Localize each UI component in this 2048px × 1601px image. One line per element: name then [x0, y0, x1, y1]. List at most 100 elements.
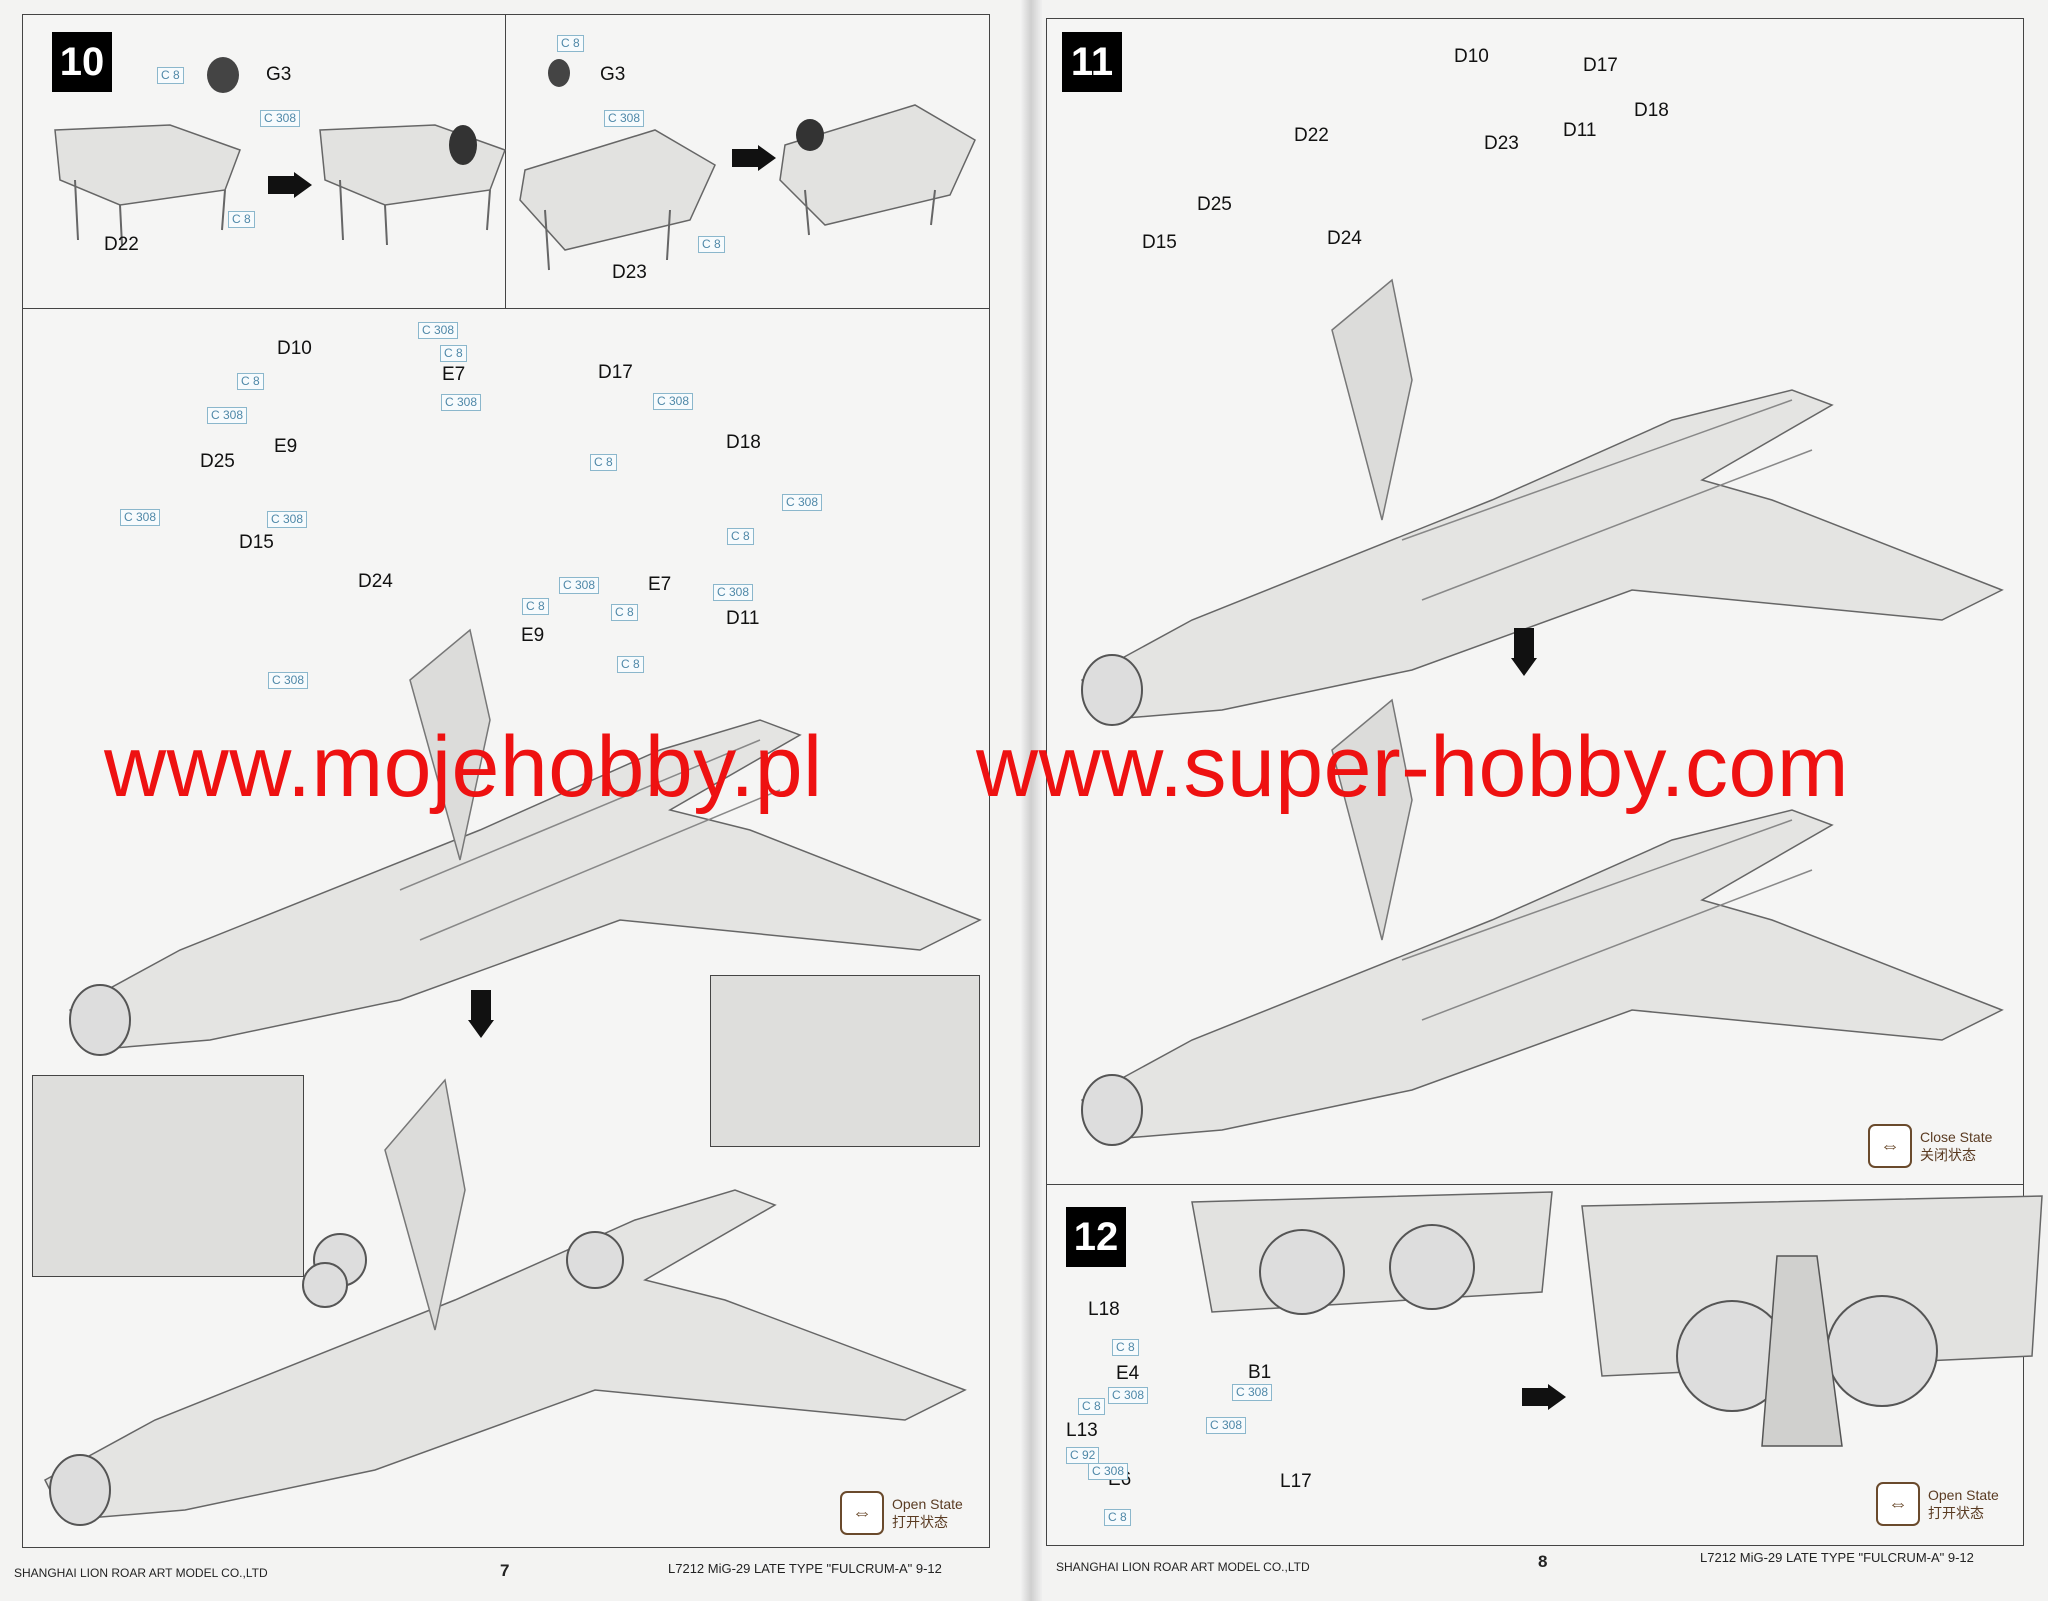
paint-code: C 308	[267, 511, 308, 528]
part-label: D10	[1454, 46, 1489, 67]
part-label: L18	[1088, 1299, 1120, 1320]
part-label: B1	[1248, 1362, 1272, 1383]
footer-company: SHANGHAI LION ROAR ART MODEL CO.,LTD	[1056, 1560, 1310, 1574]
watermark-left: www.mojehobby.pl	[104, 719, 823, 815]
watermark-right: www.super-hobby.com	[976, 719, 1850, 815]
aircraft-drawing-upper	[1081, 278, 2004, 726]
paint-code: C 308	[441, 394, 482, 411]
part-label: G3	[600, 64, 626, 85]
arrow-right-icon	[732, 145, 776, 171]
left-page: 10	[0, 0, 1020, 1601]
state-label: Open State	[892, 1496, 963, 1512]
paint-code: C 8	[440, 345, 467, 362]
open-close-icon: ⇔	[840, 1491, 884, 1535]
paint-code: C 308	[1206, 1417, 1247, 1434]
state-label-cn: 关闭状态	[1920, 1147, 1976, 1163]
intake-drawing-4	[779, 104, 976, 236]
part-label: G3	[266, 64, 292, 85]
aircraft-drawing-lower	[1081, 698, 2004, 1146]
paint-code: C 8	[698, 236, 725, 253]
state-label-cn: 打开状态	[1928, 1505, 1984, 1521]
paint-code: C 8	[1078, 1398, 1105, 1415]
paint-code: C 8	[727, 528, 754, 545]
part-label: D11	[726, 608, 760, 629]
paint-code: C 8	[157, 67, 184, 84]
detail-inset-left	[32, 1075, 304, 1277]
page-number: 7	[500, 1561, 510, 1580]
paint-code: C 8	[557, 35, 584, 52]
part-label: D24	[1327, 228, 1362, 249]
fan-disc-g3	[207, 57, 239, 93]
part-label: D15	[239, 532, 274, 553]
paint-code: C 308	[418, 322, 459, 339]
footer-title: L7212 MiG-29 LATE TYPE "FULCRUM-A" 9-12	[1700, 1550, 1974, 1565]
open-state-badge: ⇔ Open State 打开状态	[840, 1491, 963, 1535]
paint-code: C 8	[617, 656, 644, 673]
part-label: E7	[648, 574, 672, 595]
paint-code: C 8	[1104, 1509, 1131, 1526]
engine-nozzles-drawing-left	[1191, 1191, 1553, 1315]
part-label: D25	[1197, 194, 1232, 215]
part-label: D15	[1142, 232, 1177, 253]
paint-code: C 308	[120, 509, 161, 526]
paint-code: C 8	[611, 604, 638, 621]
engine-nozzles-drawing-right	[1581, 1195, 2043, 1447]
part-label: D24	[358, 571, 393, 592]
paint-code: C 308	[653, 393, 694, 410]
part-label: D22	[1294, 125, 1329, 146]
book-spine	[1020, 0, 1042, 1601]
intake-drawing-3	[519, 129, 716, 271]
intake-drawing-2	[319, 124, 506, 246]
paint-code: C 308	[604, 110, 645, 127]
aircraft-drawing-upper	[69, 628, 982, 1056]
paint-code: C 308	[1088, 1463, 1129, 1480]
state-label-cn: 打开状态	[892, 1514, 948, 1530]
open-close-icon: ⇔	[1868, 1124, 1912, 1168]
footer-title: L7212 MiG-29 LATE TYPE "FULCRUM-A" 9-12	[668, 1561, 942, 1576]
paint-code: C 308	[713, 584, 754, 601]
paint-code: C 8	[1112, 1339, 1139, 1356]
paint-code: C 308	[268, 672, 309, 689]
paint-code: C 308	[260, 110, 301, 127]
part-label: E9	[274, 436, 298, 457]
aircraft-drawing-lower	[44, 1078, 967, 1526]
state-label: Close State	[1920, 1129, 1993, 1145]
open-state-badge: ⇔ Open State 打开状态	[1876, 1482, 1999, 1526]
part-label: D10	[277, 338, 312, 359]
detail-inset-right	[710, 975, 980, 1147]
part-label: E7	[442, 364, 466, 385]
state-label: Open State	[1928, 1487, 1999, 1503]
fan-disc-g3-b	[548, 59, 570, 87]
part-label: L13	[1066, 1420, 1098, 1441]
paint-code: C 8	[522, 598, 549, 615]
part-label: D17	[1583, 55, 1618, 76]
paint-code: C 8	[237, 373, 264, 390]
paint-code: C 308	[782, 494, 823, 511]
close-state-badge: ⇔ Close State 关闭状态	[1868, 1124, 1992, 1168]
intake-drawing-1	[54, 124, 241, 246]
paint-code: C 308	[1232, 1384, 1273, 1401]
page-number: 8	[1538, 1552, 1548, 1571]
step-number: 10	[52, 32, 112, 92]
part-label: D23	[612, 262, 647, 283]
open-close-icon: ⇔	[1876, 1482, 1920, 1526]
arrow-right-icon	[268, 172, 312, 198]
paint-code: C 8	[590, 454, 617, 471]
right-page: 11 12 D10 D17 D18 D22 D23 D11 D25	[1042, 0, 2048, 1601]
paint-code: C 92	[1066, 1447, 1100, 1464]
part-label: D18	[1634, 100, 1669, 121]
part-label: D11	[1563, 120, 1597, 141]
part-label: D23	[1484, 133, 1519, 154]
arrow-down-icon	[468, 990, 494, 1038]
part-label: E9	[521, 625, 545, 646]
paint-code: C 308	[559, 577, 600, 594]
arrow-right-icon	[1522, 1384, 1566, 1410]
part-label: D17	[598, 362, 633, 383]
step-number-11: 11	[1062, 32, 1122, 92]
part-label: D25	[200, 451, 235, 472]
part-label: L17	[1280, 1471, 1312, 1492]
paint-code: C 308	[207, 407, 248, 424]
footer-company: SHANGHAI LION ROAR ART MODEL CO.,LTD	[14, 1566, 268, 1580]
paint-code: C 8	[228, 211, 255, 228]
part-label: D18	[726, 432, 761, 453]
